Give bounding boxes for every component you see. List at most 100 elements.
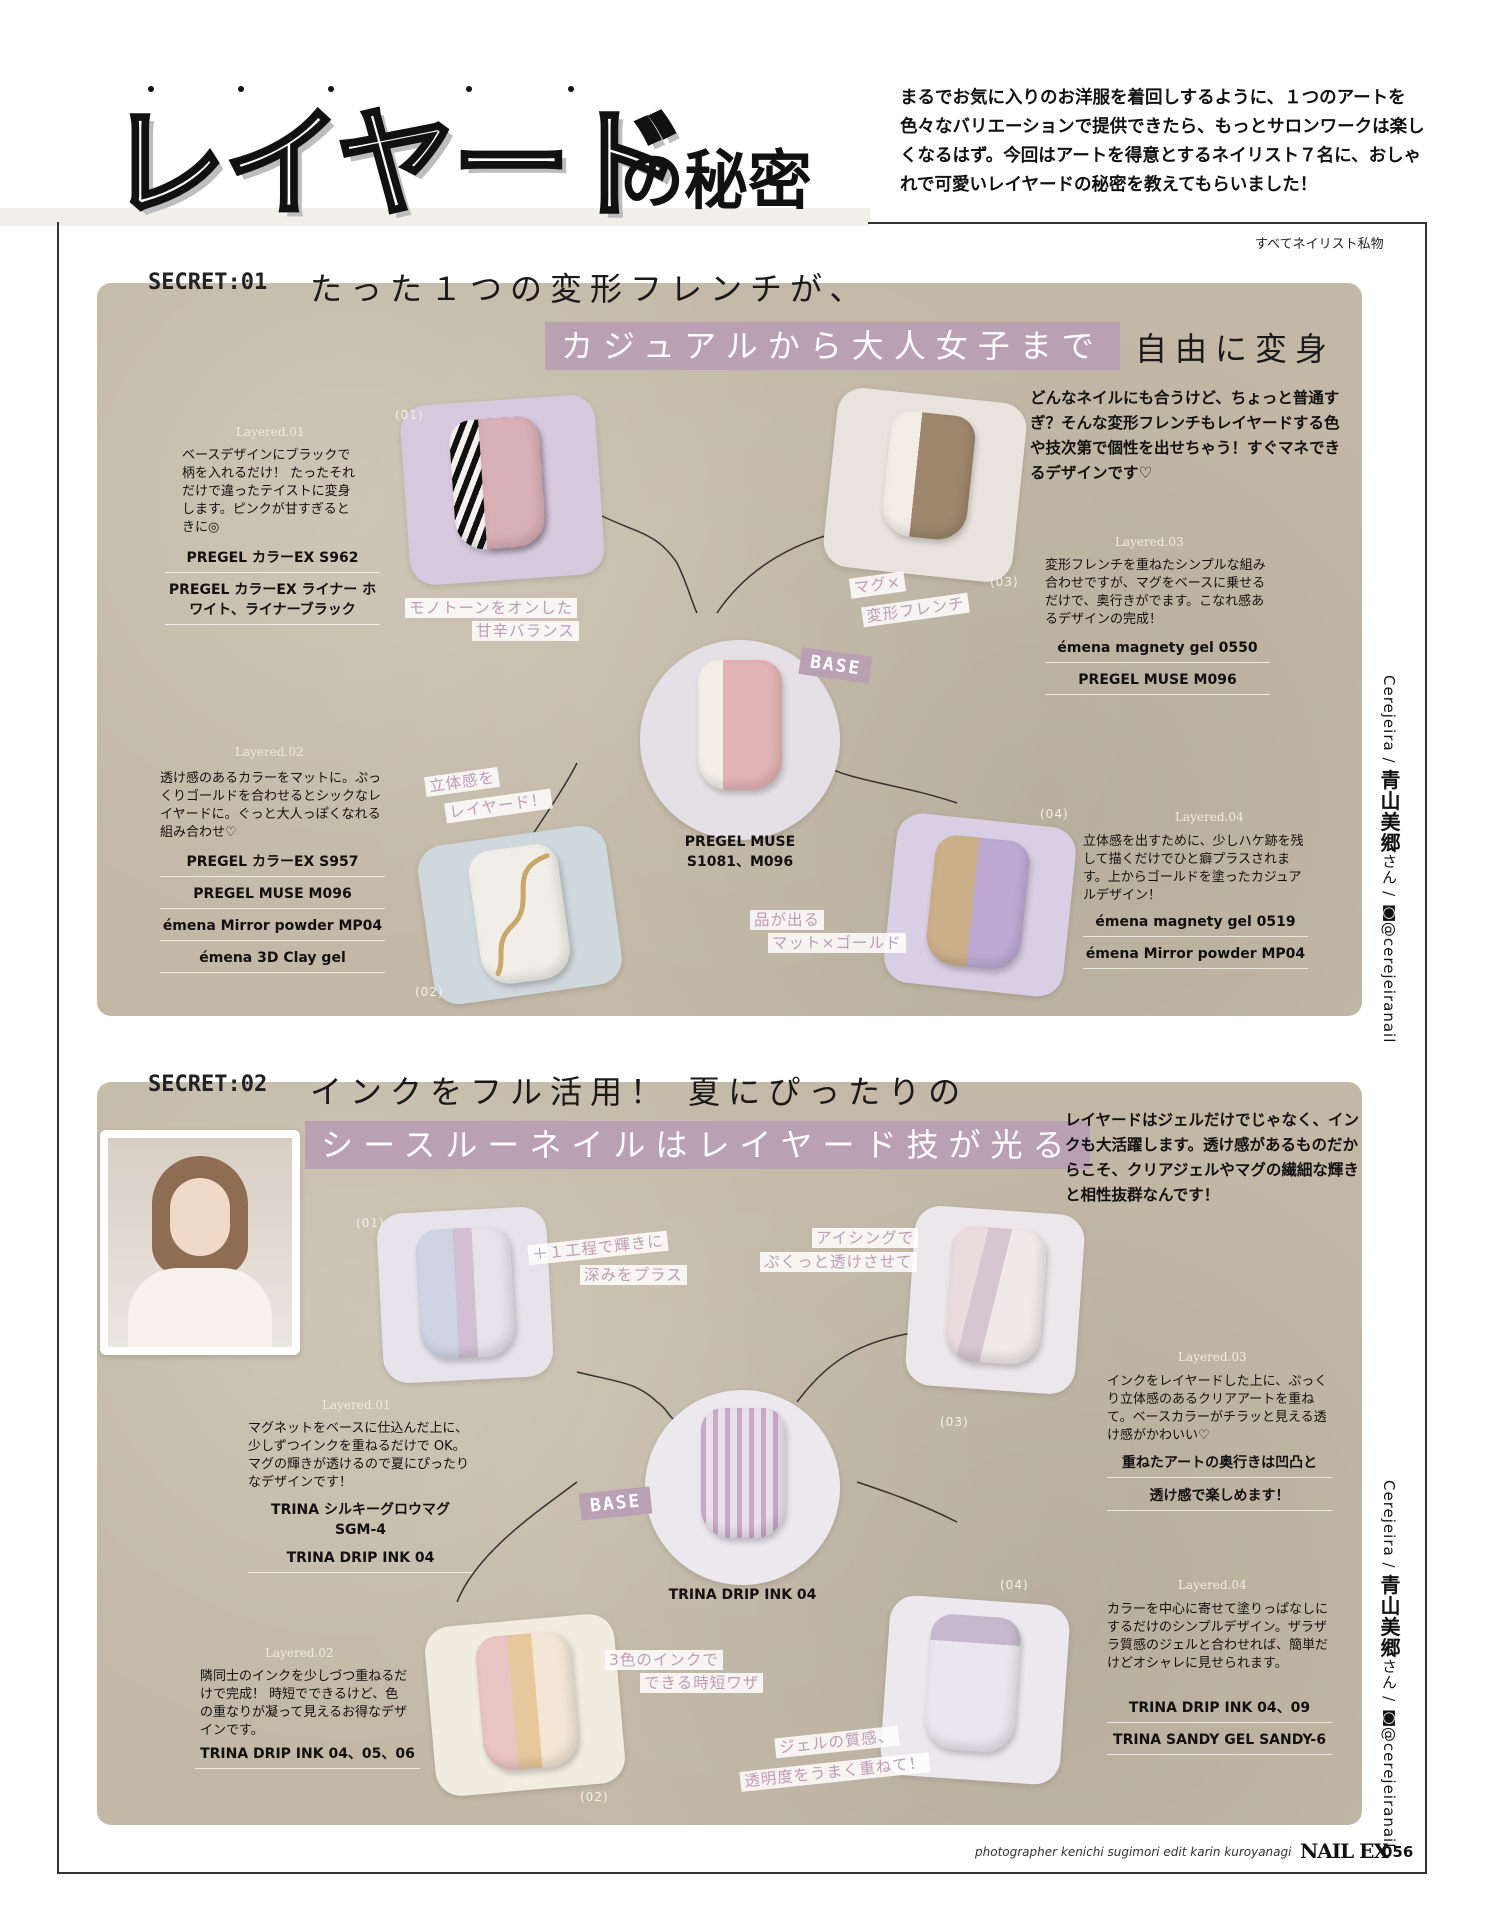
item-desc: インクをレイヤードした上に、ぷっくり立体感のあるクリアアートを重ねて。ベースカラ… (1107, 1374, 1328, 1443)
nail-art-04 (922, 1612, 1023, 1754)
item-desc: マグネットをベースに仕込んだ上に、少しずつインクを重ねるだけで OK。マグの輝き… (248, 1421, 470, 1490)
item-desc: ベースデザインにブラックで柄を入れるだけ！ たったそれだけで違ったテイストに変身… (182, 448, 356, 535)
nail-tile-02 (414, 822, 626, 1008)
title-dot (328, 86, 334, 92)
item-tag: マット×ゴールド (768, 933, 906, 953)
photo-frame (108, 1138, 292, 1347)
gold-line-icon (495, 853, 550, 977)
item-product: 透け感で楽しめます！ (1107, 1486, 1332, 1511)
nailist-photo (100, 1130, 300, 1355)
item-number: (01) (395, 408, 424, 422)
nailist-name: 青山美郷 (1377, 769, 1401, 854)
item-product: émena magnety gel 0550 (1045, 638, 1270, 663)
nail-tile-02 (422, 1612, 628, 1798)
honorific: さん (1380, 1658, 1398, 1691)
title-underlay (0, 208, 870, 226)
intro-text: まるでお気に入りのお洋服を着回しするように、１つのアートを色々なバリエーションで… (900, 88, 1425, 195)
layered-label: Layered.01 (236, 425, 305, 439)
secret1-label: SECRET:01 (148, 270, 268, 295)
item-product: émena Mirror powder MP04 (160, 916, 385, 941)
page-frame (57, 222, 1427, 1874)
shoulders-shape (128, 1268, 272, 1347)
salon-name: Cerejeira (1380, 1480, 1398, 1557)
face-shape (170, 1178, 230, 1256)
item-product: émena 3D Clay gel (160, 948, 385, 973)
nail-tile-03 (821, 385, 1029, 585)
item-number: (04) (1040, 807, 1069, 821)
salon-name: Cerejeira (1380, 675, 1398, 752)
nail-art-01 (414, 1225, 517, 1361)
item-product: PREGEL カラーEX S962 (165, 548, 380, 573)
base-nail-disc (645, 1390, 840, 1585)
secret1-lead: どんなネイルにも合うけど、ちょっと普通すぎ？そんな変形フレンチもレイヤードする色… (1030, 389, 1341, 482)
nailist-credit: Cerejeira / 青山美郷さん / ◙@cerejeiranail (1377, 1480, 1401, 1849)
layered-label: Layered.03 (1115, 535, 1184, 549)
page-number: 056 (1382, 1843, 1414, 1861)
nail-tile-03 (903, 1204, 1087, 1396)
page-title: レイヤード (106, 95, 688, 233)
item-product: PREGEL MUSE M096 (1045, 670, 1270, 695)
nail-tile-04 (881, 811, 1079, 999)
nailist-credit: Cerejeira / 青山美郷さん / ◙@cerejeiranail (1377, 675, 1401, 1044)
secret1-headline-band: カジュアルから大人女子まで (545, 322, 1120, 370)
item-product: TRINA SANDY GEL SANDY-6 (1107, 1730, 1332, 1755)
nail-tile-01 (398, 393, 607, 587)
item-tag: 品が出る (750, 910, 825, 930)
base-nail-art (701, 1408, 785, 1538)
item-tag: モノトーンをオンした (405, 598, 578, 618)
nail-tile-01 (375, 1205, 555, 1385)
nail-art-02 (473, 1629, 581, 1773)
item-number: (02) (580, 1790, 609, 1804)
item-product: TRINA DRIP INK 04、09 (1107, 1698, 1332, 1723)
item-desc: 変形フレンチを重ねたシンプルな組み合わせですが、マグをベースに乗せるだけで、奥行… (1045, 558, 1266, 627)
item-product: TRINA シルキーグロウマグ SGM-4 (271, 1502, 450, 1538)
item-tag: ぷくっと透けさせて (760, 1252, 917, 1272)
nail-art-01-pink (478, 415, 547, 550)
item-product: PREGEL MUSE M096 (160, 884, 385, 909)
page-title-suffix: の秘密 (620, 145, 812, 219)
base-product: TRINA DRIP INK 04 (668, 1587, 817, 1603)
secret1-headline-tail: 自由に変身 (1135, 330, 1336, 368)
item-number: (03) (940, 1415, 969, 1429)
secret2-headline: インクをフル活用！ 夏にぴったりの (310, 1073, 969, 1111)
item-product: PREGEL カラーEX ライナー ホワイト、ライナーブラック (165, 580, 380, 625)
item-tag: アイシングで (812, 1228, 919, 1248)
layered-label: Layered.04 (1178, 1578, 1247, 1592)
frame-top-rule (868, 222, 1427, 224)
item-number: (01) (356, 1216, 385, 1230)
instagram-icon: ◙ (1380, 1707, 1398, 1727)
layered-label: Layered.02 (235, 745, 304, 759)
secret2-headline-band: シースルーネイルはレイヤード技が光る (305, 1121, 1091, 1169)
item-desc: 隣同士のインクを少しづつ重ねるだけで完成！ 時短でできるけど、色の重なりが凝って… (200, 1669, 408, 1738)
nail-art-04 (923, 833, 1032, 973)
secret2-lead: レイヤードはジェルだけでじゃなく、インクも大活躍します。透け感があるものだからこ… (1065, 1111, 1360, 1204)
item-number: (02) (415, 985, 444, 999)
title-dot (238, 86, 244, 92)
instagram-icon: ◙ (1380, 902, 1398, 922)
item-tag: 甘辛バランス (472, 621, 579, 641)
item-tag: 3色のインクで (605, 1650, 723, 1670)
base-product: PREGEL MUSE S1081、M096 (684, 834, 796, 870)
instagram-handle: @cerejeiranail (1380, 1726, 1398, 1849)
title-dot (466, 86, 472, 92)
item-product: PREGEL カラーEX S957 (160, 852, 385, 877)
item-product: TRINA DRIP INK 04 (248, 1548, 473, 1573)
layered-label: Layered.04 (1175, 810, 1244, 824)
nailist-name: 青山美郷 (1377, 1574, 1401, 1659)
base-nail-art (698, 660, 782, 790)
title-dot (568, 86, 574, 92)
secret2-label: SECRET:02 (148, 1072, 268, 1097)
layered-label: Layered.01 (322, 1398, 391, 1412)
nail-art-03 (943, 1224, 1048, 1367)
instagram-handle: @cerejeiranail (1380, 921, 1398, 1044)
item-product: émena Mirror powder MP04 (1083, 944, 1308, 969)
layered-label: Layered.03 (1178, 1350, 1247, 1364)
layered-label: Layered.02 (265, 1646, 334, 1660)
item-desc: 立体感を出すために、少しハケ跡を残して描くだけでひと癖プラスされます。上からゴー… (1083, 834, 1304, 903)
item-desc: 透け感のあるカラーをマットに。ぷっくりゴールドを合わせるとシックなレイヤードに。… (160, 771, 382, 840)
item-product: émena magnety gel 0519 (1083, 912, 1308, 937)
item-tag: 深みをプラス (580, 1265, 687, 1285)
secret1-headline: たった１つの変形フレンチが、 (310, 270, 870, 308)
title-dot (148, 86, 154, 92)
honorific: さん (1380, 853, 1398, 886)
